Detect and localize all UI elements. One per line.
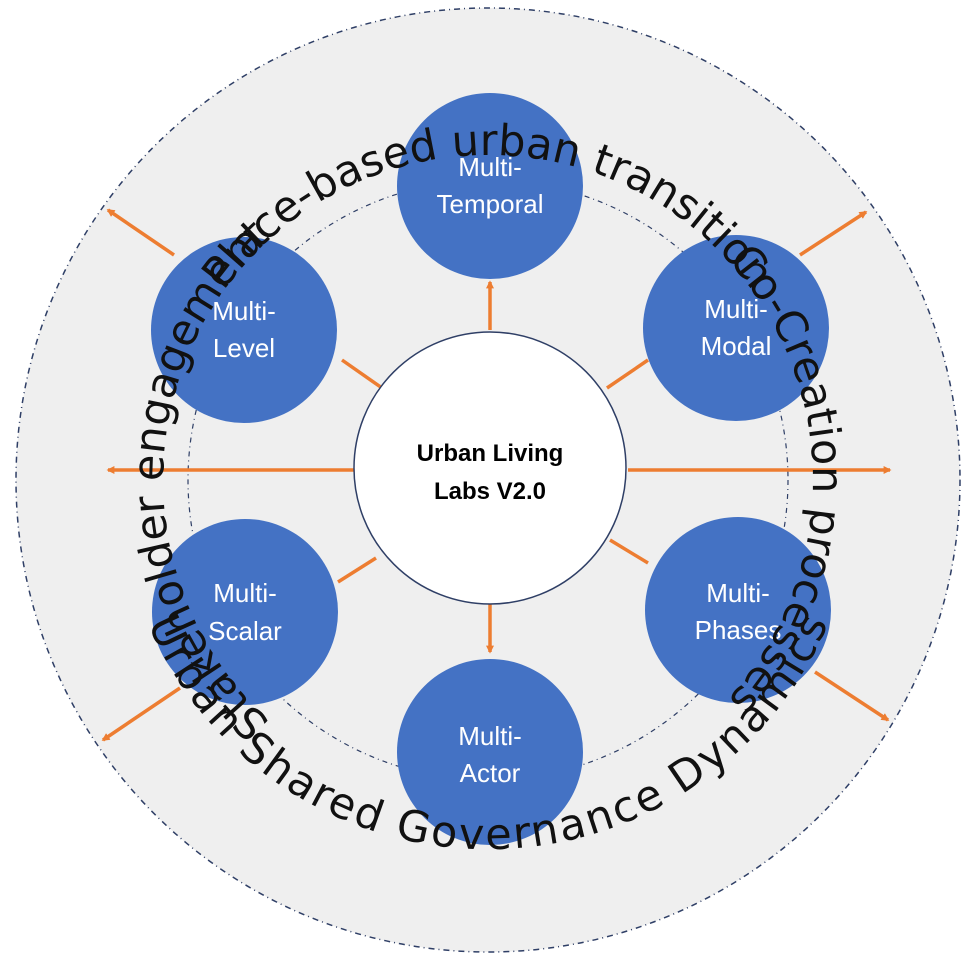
node-multi-scalar: Multi- Scalar — [152, 519, 338, 705]
arrow-lower-right — [814, 670, 890, 722]
arrow-lower-left — [101, 686, 181, 742]
node-multi-modal: Multi- Modal — [643, 235, 829, 421]
node-phases-line1: Multi- — [706, 578, 770, 608]
arrow-group — [101, 208, 892, 742]
arrow-upper-right — [799, 210, 868, 257]
center-node: Urban Living Labs V2.0 — [353, 331, 627, 605]
connector-scalar — [337, 556, 377, 584]
node-scalar-line2: Scalar — [208, 616, 282, 646]
node-modal-line1: Multi- — [704, 294, 768, 324]
node-temporal-line1: Multi- — [458, 152, 522, 182]
connector-phases — [609, 538, 649, 565]
arrow-upper-left — [106, 208, 175, 257]
node-level-line1: Multi- — [212, 296, 276, 326]
node-scalar-line1: Multi- — [213, 578, 277, 608]
node-modal-line2: Modal — [701, 331, 772, 361]
connector-level — [340, 358, 384, 390]
node-multi-level: Multi- Level — [151, 237, 337, 423]
node-multi-actor: Multi- Actor — [397, 659, 583, 845]
center-label-line1: Urban Living — [417, 440, 564, 467]
node-multi-phases: Multi- Phases — [645, 517, 831, 703]
node-actor-line1: Multi- — [458, 721, 522, 751]
node-level-line2: Level — [213, 333, 275, 363]
node-temporal-line2: Temporal — [437, 189, 544, 219]
node-actor-line2: Actor — [460, 758, 521, 788]
node-multi-temporal: Multi- Temporal — [397, 93, 583, 279]
connector-modal — [606, 358, 649, 390]
center-label-line2: Labs V2.0 — [434, 478, 546, 505]
node-phases-line2: Phases — [695, 615, 782, 645]
